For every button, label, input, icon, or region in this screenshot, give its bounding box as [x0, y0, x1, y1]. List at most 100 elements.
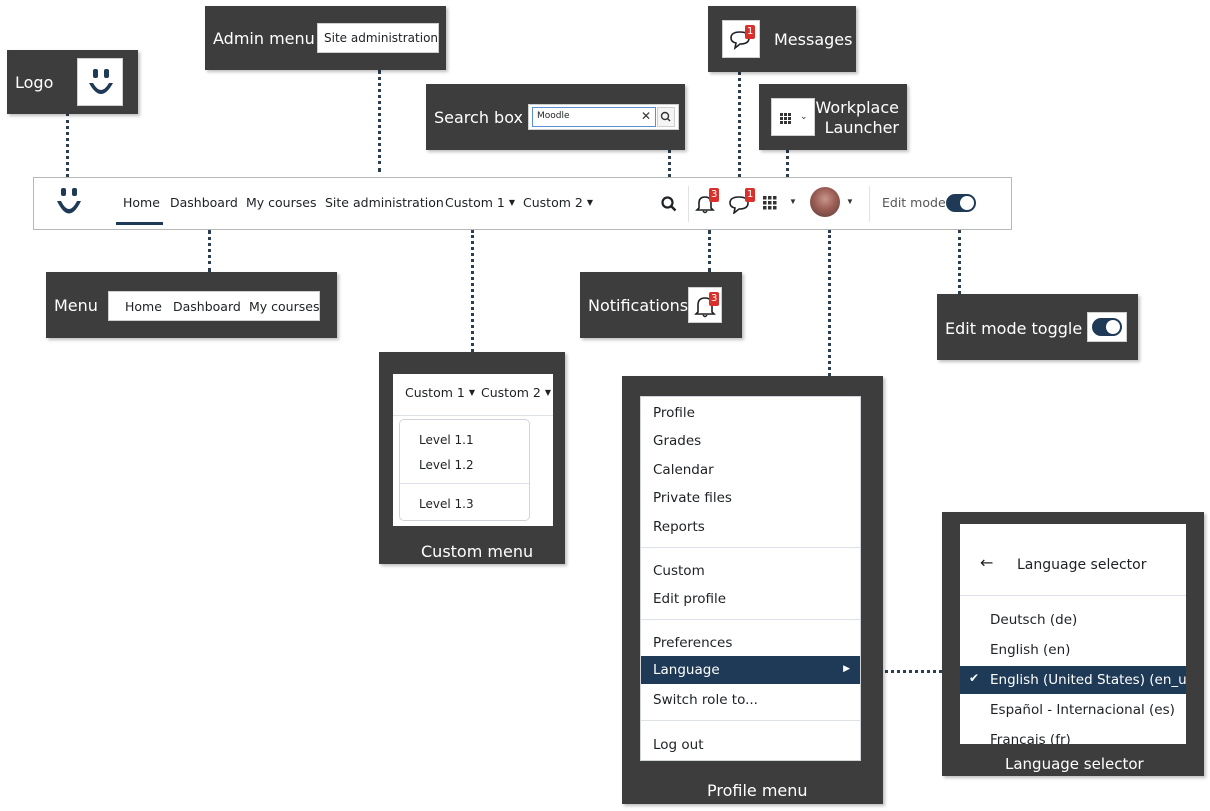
nav-custom-1[interactable]: Custom 1▼: [445, 195, 515, 210]
profile-menu-separator: [641, 619, 860, 620]
custom-menu-tab-1-label: Custom 1: [405, 385, 465, 400]
nav-custom-2-label: Custom 2: [523, 195, 583, 210]
nav-site-administration[interactable]: Site administration: [325, 195, 444, 210]
profile-menu-private-files[interactable]: Private files: [653, 490, 732, 506]
toggle-knob: [960, 196, 974, 210]
language-connector: [860, 670, 960, 673]
language-selector-caption: Language selector: [1005, 755, 1144, 773]
message-icon[interactable]: [728, 194, 750, 214]
profile-menu-reports[interactable]: Reports: [653, 519, 705, 535]
grid-icon: [780, 113, 791, 124]
logo-callout-box: [77, 58, 123, 106]
nav-dashboard[interactable]: Dashboard: [170, 195, 238, 210]
custom-menu-separator: [393, 415, 553, 416]
back-arrow-icon[interactable]: ←: [980, 553, 994, 572]
menu-connector: [208, 230, 211, 272]
custom-menu-level-1-1[interactable]: Level 1.1: [419, 433, 474, 447]
nav-custom-1-label: Custom 1: [445, 195, 505, 210]
search-icon: [660, 111, 671, 122]
edit-toggle-connector: [958, 230, 961, 294]
messages-callout-badge: 1: [745, 25, 756, 39]
launcher-callout-label-line1: Workplace: [815, 98, 899, 117]
edit-mode-toggle-callout-label: Edit mode toggle: [945, 319, 1083, 338]
nav-home[interactable]: Home: [123, 195, 160, 210]
edit-mode-toggle[interactable]: [946, 194, 976, 212]
chevron-down-icon[interactable]: ▼: [789, 197, 797, 206]
custom-menu-level-1-2[interactable]: Level 1.2: [419, 458, 474, 472]
profile-menu-switch-role[interactable]: Switch role to...: [653, 692, 758, 708]
chevron-down-icon: ▼: [468, 388, 475, 397]
messages-callout-label: Messages: [774, 30, 853, 49]
messages-badge: 1: [745, 188, 756, 202]
custom-menu-level-1-3[interactable]: Level 1.3: [419, 497, 474, 511]
profile-menu-caption: Profile menu: [707, 781, 808, 800]
custom-menu-dropdown-separator: [400, 483, 529, 484]
search-input[interactable]: Moodle ✕: [532, 107, 656, 127]
notifications-callout-box: 3: [688, 287, 722, 323]
language-selector-callout: ← Language selector Deutsch (de) English…: [942, 512, 1204, 776]
menu-callout-label: Menu: [54, 296, 98, 315]
language-option-fr[interactable]: Français (fr): [990, 732, 1071, 744]
custom-menu-caption: Custom menu: [421, 542, 534, 561]
profile-menu-calendar[interactable]: Calendar: [653, 462, 714, 478]
language-option-es[interactable]: Español - Internacional (es): [990, 702, 1175, 718]
admin-menu-callout-label: Admin menu: [213, 29, 315, 48]
language-option-en[interactable]: English (en): [990, 642, 1071, 658]
profile-menu-separator: [641, 547, 860, 548]
launcher-callout-box: ⌄: [771, 98, 815, 136]
language-option-de[interactable]: Deutsch (de): [990, 612, 1078, 628]
custom-menu-dropdown: Level 1.1 Level 1.2 Level 1.3: [399, 419, 530, 521]
moodle-logo-icon: [89, 69, 113, 94]
logo-connector: [66, 113, 69, 177]
logo-callout: Logo: [7, 50, 138, 114]
edit-mode-toggle-callout-box: [1087, 312, 1127, 342]
menu-callout-my-courses[interactable]: My courses: [249, 299, 320, 314]
nav-custom-2[interactable]: Custom 2▼: [523, 195, 593, 210]
custom-menu-connector: [471, 230, 474, 352]
messages-callout: 1 Messages: [708, 6, 856, 72]
profile-menu-custom[interactable]: Custom: [653, 563, 705, 579]
menu-callout-box: Home Dashboard My courses: [108, 291, 320, 321]
message-icon: [730, 31, 750, 50]
chevron-down-icon: ▼: [586, 198, 593, 207]
grid-icon[interactable]: [762, 195, 778, 211]
search-box-callout: Search box Moodle ✕: [426, 84, 685, 150]
edit-mode-toggle-preview[interactable]: [1092, 318, 1122, 336]
check-icon: ✔: [969, 671, 980, 685]
profile-menu-panel: Profile Grades Calendar Private files Re…: [640, 396, 861, 761]
profile-menu-language[interactable]: Language ▶: [641, 656, 860, 684]
admin-menu-connector: [378, 70, 381, 172]
launcher-connector: [786, 150, 789, 177]
profile-menu-log-out[interactable]: Log out: [653, 737, 704, 753]
custom-menu-tab-2-label: Custom 2: [481, 385, 541, 400]
nav-my-courses[interactable]: My courses: [246, 195, 317, 210]
logo-callout-label: Logo: [15, 73, 54, 92]
profile-menu-grades[interactable]: Grades: [653, 433, 702, 449]
profile-menu-edit-profile[interactable]: Edit profile: [653, 591, 727, 607]
menu-callout-dashboard[interactable]: Dashboard: [173, 299, 241, 314]
search-icon[interactable]: [660, 195, 678, 213]
custom-menu-tab-1[interactable]: Custom 1▼: [405, 385, 475, 400]
launcher-callout-label-line2: Launcher: [824, 118, 899, 137]
chevron-down-icon[interactable]: ▼: [846, 197, 854, 206]
avatar[interactable]: [810, 187, 840, 217]
search-submit-button[interactable]: [657, 107, 675, 127]
notifications-badge: 3: [709, 188, 720, 202]
language-selector-separator: [960, 595, 1186, 596]
search-box-connector: [668, 150, 671, 177]
moodle-logo-icon[interactable]: [50, 184, 88, 224]
profile-menu-connector: [828, 230, 831, 376]
clear-icon[interactable]: ✕: [640, 109, 651, 123]
language-option-en-us[interactable]: ✔ English (United States) (en_u: [960, 666, 1186, 694]
custom-menu-callout: Custom 1▼ Custom 2▼ Level 1.1 Level 1.2 …: [379, 352, 565, 564]
profile-menu-callout: Profile Grades Calendar Private files Re…: [622, 376, 883, 804]
profile-menu-preferences[interactable]: Preferences: [653, 635, 733, 651]
custom-menu-tab-2[interactable]: Custom 2▼: [481, 385, 551, 400]
nav-active-indicator: [116, 222, 163, 225]
menu-callout-home[interactable]: Home: [125, 299, 162, 314]
bell-icon[interactable]: [695, 193, 715, 215]
admin-menu-callout-button[interactable]: Site administration: [317, 23, 439, 53]
profile-menu-profile[interactable]: Profile: [653, 405, 695, 421]
notifications-connector: [708, 230, 711, 272]
toggle-knob: [1106, 320, 1120, 334]
